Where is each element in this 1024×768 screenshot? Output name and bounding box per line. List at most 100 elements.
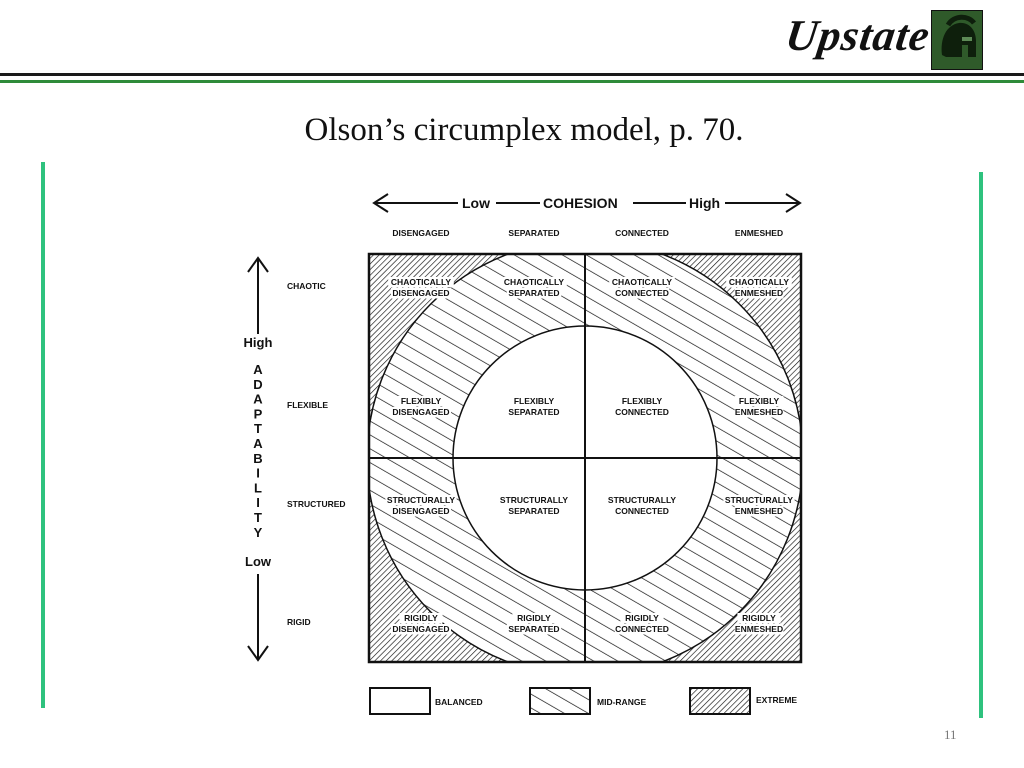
cell-labels: CHAOTICALLYDISENGAGEDCHAOTICALLYSEPARATE… [385,277,795,635]
cell-label-background [734,506,784,517]
adaptability-letter: B [253,451,262,466]
cell-label-background [501,277,567,288]
cohesion-high-label: High [689,195,720,211]
cell-label-background [391,506,451,517]
cell-label-line: STRUCTURALLY [725,495,793,505]
left-accent-bar [41,162,45,708]
cell-label-background [620,613,664,624]
cell-label-background [509,396,559,407]
cell-label-line: RIGIDLY [625,613,659,623]
adaptability-letter: D [253,377,262,392]
cohesion-title: COHESION [543,195,618,211]
cell-label-line: CHAOTICALLY [504,277,564,287]
cell-label-background [498,495,570,506]
cell-label-background [391,624,451,635]
adaptability-high-label: High [244,335,273,350]
adaptability-letter: T [254,510,262,525]
cell-label-background [734,396,784,407]
adaptability-letter: A [253,362,263,377]
cell-label-line: CHAOTICALLY [612,277,672,287]
adaptability-letter: A [253,436,263,451]
cell-label-line: CHAOTICALLY [729,277,789,287]
cell-label-background [737,613,781,624]
header-accent-divider [0,80,1024,83]
cell-label-background [734,288,784,299]
adaptability-letter: L [254,480,262,495]
cell-label-background [617,396,667,407]
row-header-structured: STRUCTURED [287,499,346,509]
legend-swatch-mid-range [529,687,591,715]
column-header-disengaged: DISENGAGED [392,228,449,238]
cell-label-background [734,624,784,635]
cell-label-background [391,407,451,418]
cell-label-line: SEPARATED [508,407,559,417]
cell-label-line: DISENGAGED [392,288,449,298]
cell-label-background [609,277,675,288]
adaptability-letter: A [253,392,263,407]
cell-label-background [614,407,670,418]
legend-swatch-balanced [369,687,431,715]
cell-label-background [614,288,670,299]
cell-label-line: SEPARATED [508,506,559,516]
cell-label-background [506,407,562,418]
cell-label-line: ENMESHED [735,506,783,516]
slide-title: Olson’s circumplex model, p. 70. [304,112,744,148]
legend-label-balanced: BALANCED [435,697,483,707]
adaptability-letter: I [256,495,260,510]
legend-label-mid-range: MID-RANGE [597,697,646,707]
cell-label-background [606,495,678,506]
cell-label-background [723,495,795,506]
cell-label-background [391,288,451,299]
cell-label-line: RIGIDLY [404,613,438,623]
cell-label-line: CONNECTED [615,288,669,298]
cell-label-line: DISENGAGED [392,506,449,516]
adaptability-letter: Y [254,525,263,540]
cell-label-line: FLEXIBLY [514,396,555,406]
cell-label-line: ENMESHED [735,407,783,417]
cell-label-background [388,277,454,288]
cell-label-background [506,288,562,299]
cell-label-background [385,495,457,506]
cell-label-line: CONNECTED [615,624,669,634]
cell-label-line: RIGIDLY [742,613,776,623]
spartan-helmet-icon [931,10,983,70]
cell-label-background [614,624,670,635]
cell-label-line: CHAOTICALLY [391,277,451,287]
legend-item-balanced: BALANCED [369,687,483,715]
legend-swatch-extreme [689,687,751,715]
cell-label-line: SEPARATED [508,288,559,298]
legend-item-extreme: EXTREME [689,687,797,715]
cell-label-background [506,506,562,517]
adaptability-letter: T [254,421,262,436]
cell-label-line: ENMESHED [735,624,783,634]
row-header-flexible: FLEXIBLE [287,400,328,410]
cell-label-background [614,506,670,517]
legend: BALANCED MID-RANGE EXTREME [369,687,797,715]
cell-label-line: DISENGAGED [392,407,449,417]
cell-label-line: STRUCTURALLY [387,495,455,505]
cell-label-line: STRUCTURALLY [608,495,676,505]
row-header-rigid: RIGID [287,617,311,627]
cell-label-line: RIGIDLY [517,613,551,623]
cell-label-background [396,396,446,407]
header-divider [0,73,1024,76]
column-header-separated: SEPARATED [508,228,559,238]
